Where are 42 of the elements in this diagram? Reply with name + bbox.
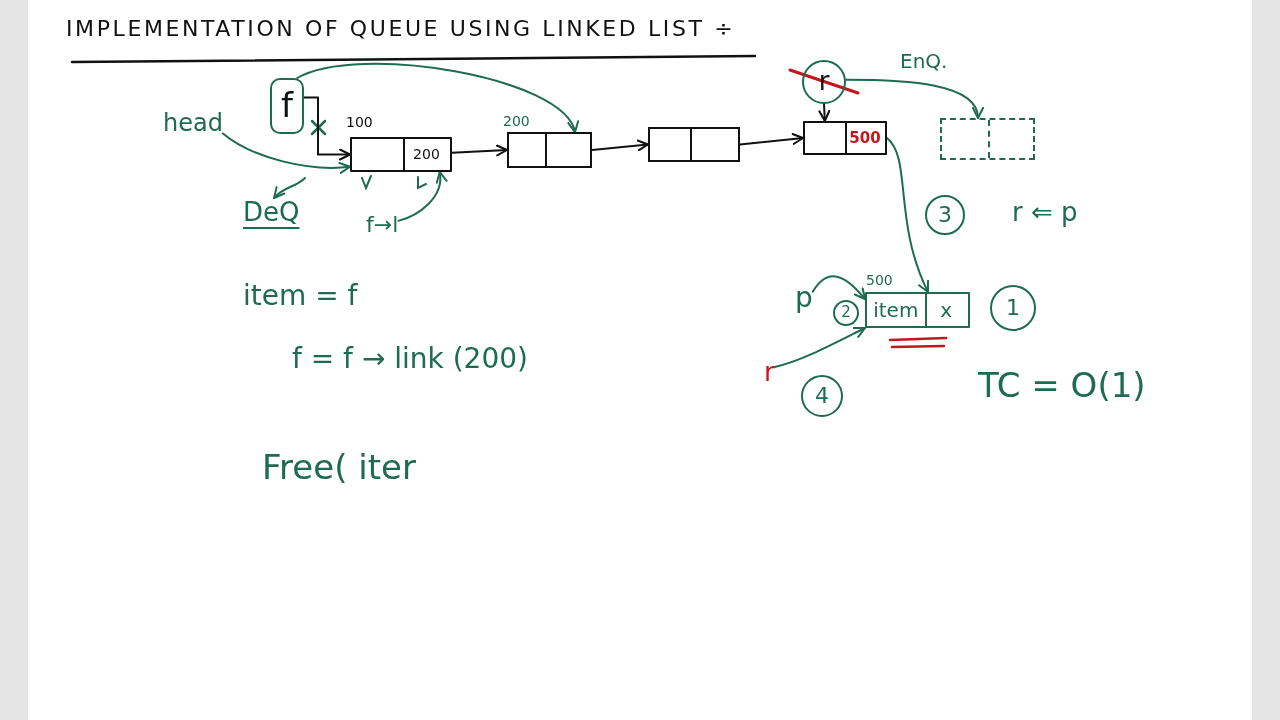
formula-text: Free( iter [262,448,416,488]
step-number-circle: 3 [925,195,965,235]
arrow [818,103,831,122]
arrow [591,139,649,152]
address-label: 100 [346,114,373,131]
address-label: 200 [503,113,530,130]
arrow [451,144,508,157]
step-number-circle: 1 [990,285,1036,331]
list-node [350,137,452,172]
arrow [811,275,866,301]
list-node [507,132,592,168]
dashed-node-outline [940,118,1035,160]
arrow [845,78,983,119]
arrow [221,132,351,174]
operation-label: DeQ [243,198,300,228]
arrow [296,62,577,133]
address-label: 500 [866,272,893,289]
arrow [303,96,351,161]
arrow [397,171,447,222]
link-value: x [940,299,953,321]
formula-text: item = f [243,280,358,313]
pointer-box: f [270,78,304,134]
link-value: 500 [849,129,881,147]
arrow [773,327,866,368]
pointer-label: r [764,358,775,388]
pointer-label: p [795,282,813,315]
formula-text: r ⇐ p [1012,198,1078,228]
list-node [648,127,740,162]
formula-text: f = f → link (200) [292,343,528,376]
arrow [739,133,804,146]
list-node [865,292,970,328]
list-node [803,121,887,155]
pointer-label: head [163,110,223,138]
step-number-circle: 2 [833,300,859,326]
title: IMPLEMENTATION OF QUEUE USING LINKED LIST ÷ [66,16,736,42]
step-number-circle: 4 [801,375,843,417]
data-value: item [873,299,919,321]
arrow [886,137,930,293]
link-value: 200 [413,146,440,163]
formula-text: TC = O(1) [978,366,1146,406]
arrow [273,177,306,199]
note-text: f→l [366,212,399,238]
